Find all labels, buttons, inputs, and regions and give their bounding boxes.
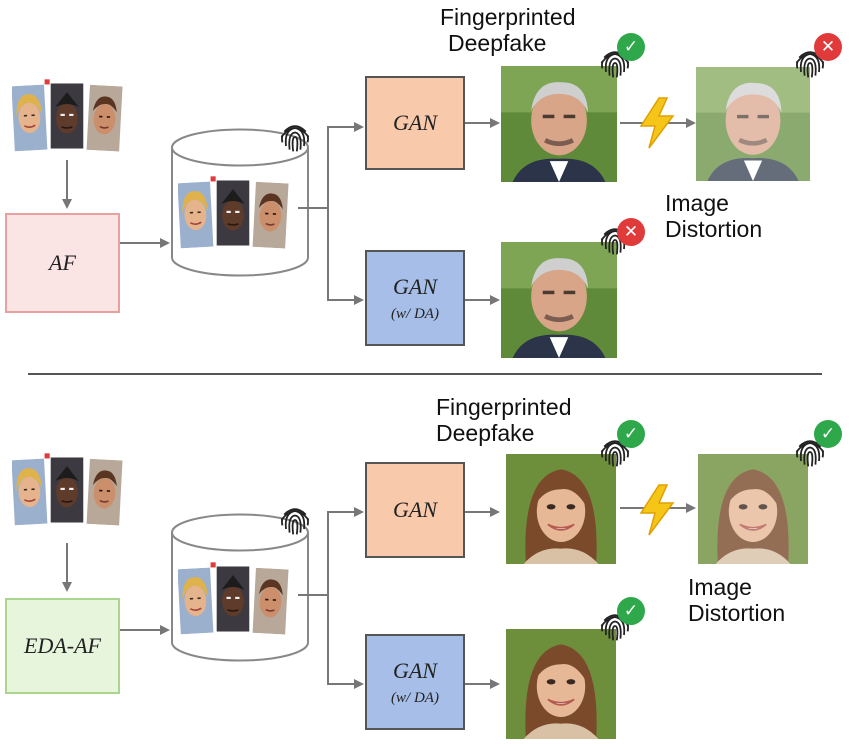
check-icon: ✓ — [617, 597, 645, 625]
caption-line-2: Distortion — [665, 216, 763, 242]
arrow-db-to-gan-da — [327, 595, 364, 689]
af-label: AF — [49, 250, 76, 275]
image-distortion-caption: Image Distortion — [688, 574, 785, 626]
db-faces-top — [177, 176, 288, 248]
image-distortion-caption: Image Distortion — [665, 190, 762, 242]
db-faces-bottom — [177, 562, 288, 634]
fingerprinted-deepfake-image — [506, 454, 616, 564]
gan-da-label: GAN — [393, 657, 437, 683]
gan-da-sublabel: (w/ DA) — [391, 305, 439, 322]
input-faces-bottom — [11, 453, 122, 525]
cross-icon: ✕ — [814, 33, 842, 61]
check-icon: ✓ — [617, 420, 645, 448]
fingerprinted-deepfake-caption: Fingerprinted Deepfake — [436, 394, 572, 446]
distorted-image — [698, 454, 808, 564]
gan-box: GAN — [365, 76, 465, 170]
gan-da-label: GAN — [393, 273, 437, 299]
lightning-icon — [640, 484, 674, 536]
lightning-icon — [640, 97, 674, 149]
arrow-db-to-gan — [298, 507, 364, 596]
caption-line-1: Image — [688, 574, 752, 600]
arrow-db-to-gan-da — [327, 208, 364, 305]
arrow-db-to-gan — [298, 122, 364, 209]
caption-line-1: Image — [665, 190, 729, 216]
gan-da-box: GAN (w/ DA) — [365, 250, 465, 346]
gan-da-box: GAN (w/ DA) — [365, 634, 465, 730]
gan-da-output-image — [506, 628, 616, 740]
caption-line-1: Fingerprinted — [440, 4, 576, 30]
gan-label: GAN — [393, 110, 437, 135]
fingerprinted-deepfake-caption: Fingerprinted Deepfake — [440, 4, 576, 56]
check-icon: ✓ — [814, 420, 842, 448]
eda-af-label: EDA-AF — [24, 633, 101, 658]
caption-line-2: Deepfake — [436, 420, 535, 446]
eda-af-box: EDA-AF — [5, 598, 120, 694]
af-box: AF — [5, 213, 120, 313]
caption-line-1: Fingerprinted — [436, 394, 572, 420]
gan-label: GAN — [393, 497, 437, 522]
cross-icon: ✕ — [617, 218, 645, 246]
check-icon: ✓ — [617, 33, 645, 61]
gan-box: GAN — [365, 462, 465, 558]
caption-line-2: Distortion — [688, 600, 786, 626]
gan-da-output-image — [501, 242, 617, 358]
fingerprinted-deepfake-image — [501, 66, 617, 182]
caption-line-2: Deepfake — [448, 30, 547, 56]
input-faces-top — [11, 79, 122, 151]
distorted-image — [696, 67, 810, 181]
gan-da-sublabel: (w/ DA) — [391, 689, 439, 706]
